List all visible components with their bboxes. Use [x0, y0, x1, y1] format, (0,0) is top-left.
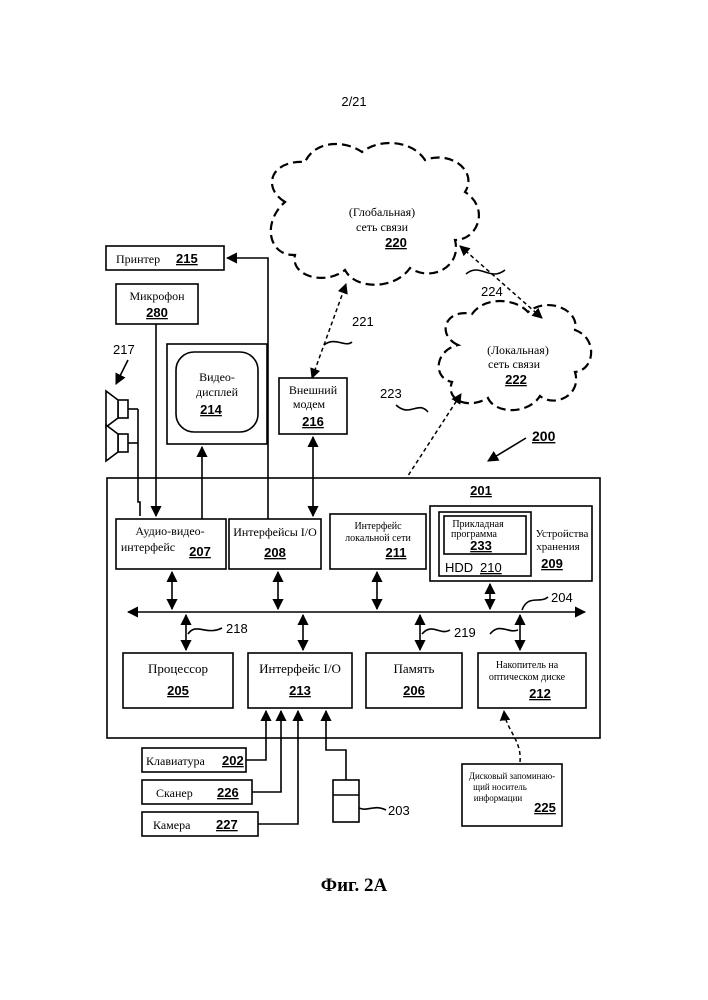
display-label-line1: Видео-	[199, 370, 235, 384]
modem-label-line2: модем	[293, 397, 326, 411]
page-number: 2/21	[341, 94, 366, 109]
lan-ref: 222	[505, 372, 527, 387]
processor-label: Процессор	[148, 661, 208, 676]
disk-line2: щий носитель	[473, 782, 527, 792]
storage-line1: Устройства	[536, 528, 589, 540]
link-modem-wan	[312, 284, 346, 378]
keyboard-box: Клавиатура 202	[142, 748, 246, 772]
disk-line3: информации	[474, 793, 523, 803]
lan-if-line2: локальной сети	[345, 533, 411, 544]
printer-label: Принтер	[116, 252, 160, 266]
disk-ref: 225	[534, 800, 556, 815]
processor-box: Процессор 205	[123, 653, 233, 708]
keyboard-ref: 202	[222, 753, 244, 768]
hdd-label: HDD	[445, 560, 473, 575]
wan-cloud: (Глобальная) сеть связи 220	[271, 143, 479, 285]
hdd-ref: 210	[480, 560, 502, 575]
ref-200-arrow	[488, 438, 526, 461]
optical-ref: 212	[529, 686, 551, 701]
lan-label-line2: сеть связи	[488, 357, 541, 371]
lan-if-ref: 211	[386, 545, 407, 560]
lan-interface-box: Интерфейс локальной сети 211	[330, 514, 426, 569]
ref-223: 223	[380, 386, 402, 401]
bus-ref: 204	[551, 590, 573, 605]
ref-217: 217	[113, 342, 135, 357]
processor-ref: 205	[167, 683, 189, 698]
io-interface-box: Интерфейс I/O 213	[248, 653, 352, 708]
camera-label: Камера	[153, 818, 191, 832]
camera-ref: 227	[216, 817, 238, 832]
figure-caption: Фиг. 2А	[321, 875, 388, 896]
optical-drive-box: Накопитель на оптическом диске 212	[478, 653, 586, 708]
computer-ref: 201	[470, 483, 492, 498]
modem-ref: 216	[302, 414, 324, 429]
speakers-icon	[106, 391, 128, 461]
disk-line1: Дисковый запоминаю-	[469, 771, 555, 781]
optical-line2: оптическом диске	[489, 672, 566, 683]
optical-line1: Накопитель на	[496, 660, 559, 671]
video-display: Видео- дисплей 214	[167, 344, 267, 444]
storage-box: Прикладная программа 233 HDD 210 Устройс…	[430, 506, 592, 581]
wan-ref: 220	[385, 235, 407, 250]
modem-box: Внешний модем 216	[279, 378, 347, 434]
av-label-line2: интерфейс	[121, 540, 175, 554]
display-ref: 214	[200, 402, 222, 417]
microphone-ref: 280	[146, 305, 168, 320]
storage-line2: хранения	[536, 541, 579, 553]
lan-cloud: (Локальная) сеть связи 222	[439, 301, 591, 410]
display-label-line2: дисплей	[196, 385, 239, 399]
mouse-icon	[333, 780, 359, 822]
ref-200: 200	[532, 428, 556, 444]
storage-ref: 209	[541, 556, 563, 571]
scanner-label: Сканер	[156, 786, 193, 800]
lan-label-line1: (Локальная)	[487, 343, 549, 357]
keyboard-label: Клавиатура	[146, 754, 206, 768]
io-interfaces-box: Интерфейсы I/O 208	[229, 519, 321, 569]
io213-ref: 213	[289, 683, 311, 698]
app-ref: 233	[470, 538, 492, 553]
ref-221: 221	[352, 314, 374, 329]
memory-box: Память 206	[366, 653, 462, 708]
printer-ref: 215	[176, 251, 198, 266]
io208-label: Интерфейсы I/O	[233, 525, 317, 539]
io208-ref: 208	[264, 545, 286, 560]
lan-if-line1: Интерфейс	[354, 521, 402, 532]
memory-label: Память	[394, 661, 435, 676]
io213-label: Интерфейс I/O	[259, 661, 341, 676]
disk-medium-box: Дисковый запоминаю- щий носитель информа…	[462, 764, 562, 826]
camera-box: Камера 227	[142, 812, 258, 836]
wan-label-line2: сеть связи	[356, 220, 409, 234]
microphone-label: Микрофон	[129, 289, 185, 303]
av-ref: 207	[189, 544, 211, 559]
ref-224: 224	[481, 284, 503, 299]
memory-ref: 206	[403, 683, 425, 698]
ref-218: 218	[226, 621, 248, 636]
modem-label-line1: Внешний	[289, 383, 338, 397]
ref-219: 219	[454, 625, 476, 640]
av-label-line1: Аудио-видео-	[135, 524, 204, 538]
printer-box: Принтер 215	[106, 246, 224, 270]
microphone-box: Микрофон 280	[116, 284, 198, 324]
av-interface-box: Аудио-видео- интерфейс 207	[116, 519, 226, 569]
scanner-box: Сканер 226	[142, 780, 252, 804]
mouse-ref: 203	[388, 803, 410, 818]
wan-label-line1: (Глобальная)	[349, 205, 415, 219]
scanner-ref: 226	[217, 785, 239, 800]
